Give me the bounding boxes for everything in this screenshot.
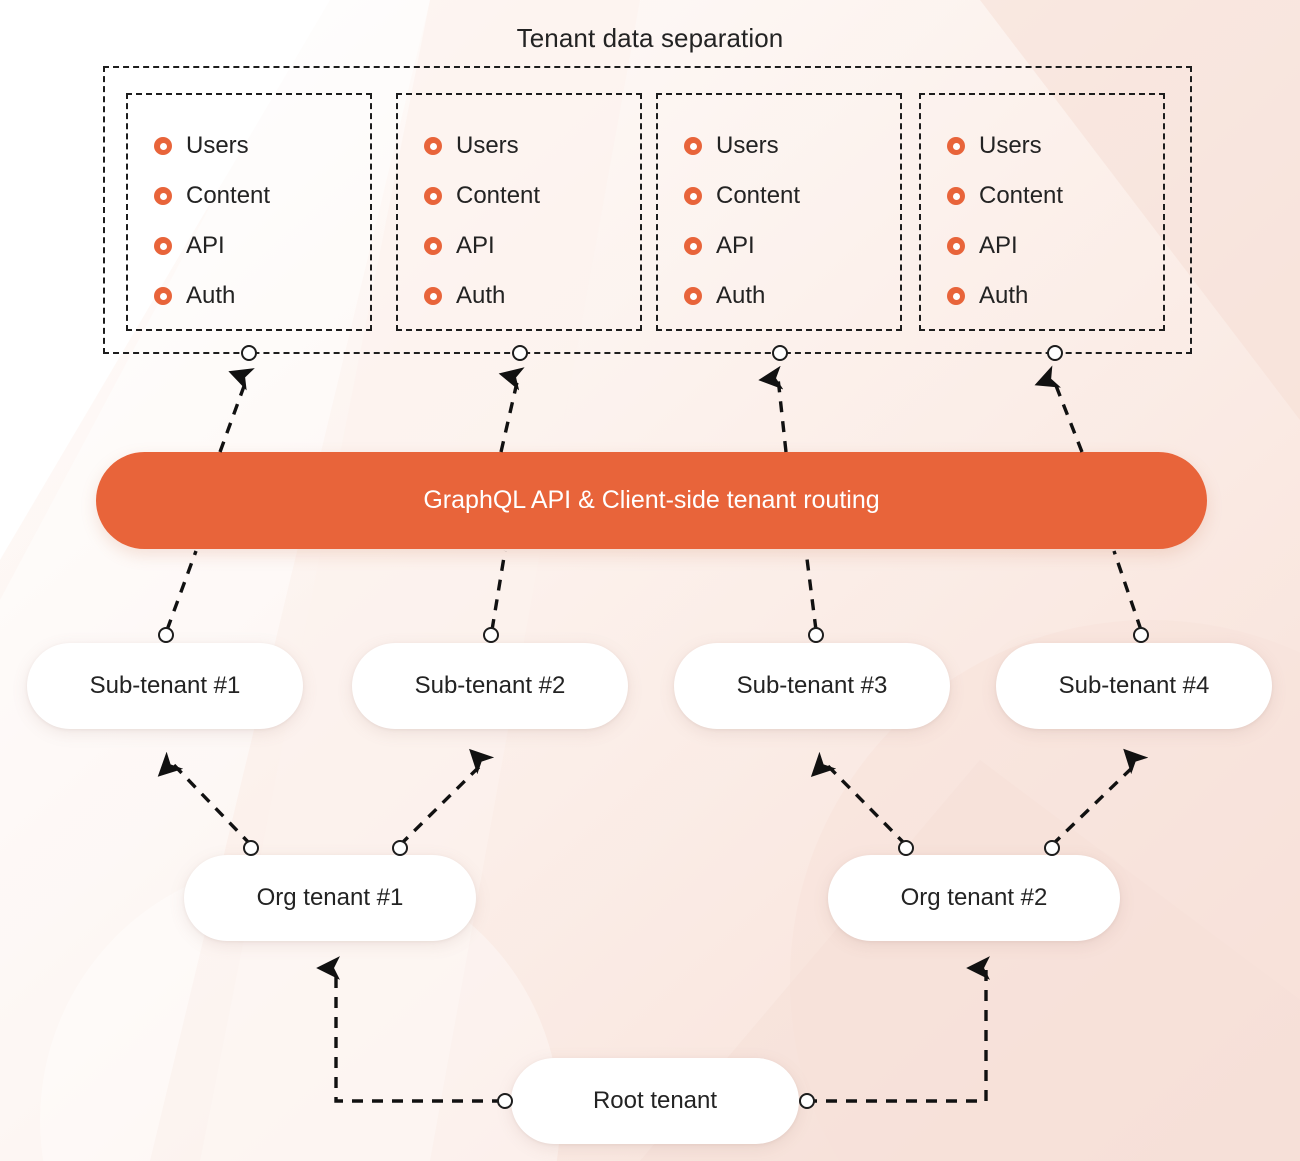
node-org-tenant-1[interactable]: Org tenant #1: [184, 855, 476, 941]
connector-dot-org-2-right[interactable]: [1044, 840, 1060, 856]
resource-row-content: Content: [947, 171, 1163, 221]
connector-dot-root-left[interactable]: [497, 1093, 513, 1109]
connector-dot-tenant-card-2[interactable]: [512, 345, 528, 361]
ring-bullet-icon: [684, 187, 702, 205]
resource-label: Users: [186, 132, 249, 159]
connector-dot-org-2-left[interactable]: [898, 840, 914, 856]
resource-label: Content: [979, 182, 1064, 209]
node-sub-tenant-4[interactable]: Sub-tenant #4: [996, 643, 1272, 729]
connector-dot-tenant-card-3[interactable]: [772, 345, 788, 361]
tenant-card-4[interactable]: Users Content API Auth: [919, 93, 1165, 331]
page-title: Tenant data separation: [516, 23, 784, 53]
resource-row-api: API: [947, 221, 1163, 271]
resource-row-users: Users: [424, 121, 640, 171]
resource-row-api: API: [424, 221, 640, 271]
connector-dot-tenant-card-4[interactable]: [1047, 345, 1063, 361]
resource-label: Auth: [186, 282, 236, 309]
connector-dot-sub-tenant-1[interactable]: [158, 627, 174, 643]
tenant-card-3[interactable]: Users Content API Auth: [656, 93, 902, 331]
resource-label: Content: [186, 182, 271, 209]
ring-bullet-icon: [424, 287, 442, 305]
resource-label: API: [186, 232, 225, 259]
resource-row-api: API: [684, 221, 900, 271]
node-root-tenant[interactable]: Root tenant: [511, 1058, 799, 1144]
node-org-tenant-2[interactable]: Org tenant #2: [828, 855, 1120, 941]
ring-bullet-icon: [684, 287, 702, 305]
resource-row-users: Users: [947, 121, 1163, 171]
node-sub-tenant-3[interactable]: Sub-tenant #3: [674, 643, 950, 729]
resource-row-content: Content: [684, 171, 900, 221]
ring-bullet-icon: [154, 287, 172, 305]
ring-bullet-icon: [947, 137, 965, 155]
resource-label: Users: [716, 132, 779, 159]
ring-bullet-icon: [684, 237, 702, 255]
node-sub-tenant-2[interactable]: Sub-tenant #2: [352, 643, 628, 729]
resource-row-auth: Auth: [684, 271, 900, 321]
resource-label: Auth: [979, 282, 1029, 309]
ring-bullet-icon: [684, 137, 702, 155]
connector-dot-org-1-right[interactable]: [392, 840, 408, 856]
resource-label: API: [716, 232, 755, 259]
connector-dot-sub-tenant-4[interactable]: [1133, 627, 1149, 643]
resource-label: Auth: [456, 282, 506, 309]
resource-row-auth: Auth: [424, 271, 640, 321]
ring-bullet-icon: [424, 237, 442, 255]
resource-label: API: [979, 232, 1018, 259]
resource-label: API: [456, 232, 495, 259]
resource-row-users: Users: [154, 121, 370, 171]
ring-bullet-icon: [154, 187, 172, 205]
ring-bullet-icon: [154, 137, 172, 155]
ring-bullet-icon: [424, 187, 442, 205]
connector-dot-org-1-left[interactable]: [243, 840, 259, 856]
resource-row-users: Users: [684, 121, 900, 171]
resource-label: Users: [979, 132, 1042, 159]
graphql-api-bar[interactable]: GraphQL API & Client-side tenant routing: [96, 452, 1207, 549]
ring-bullet-icon: [947, 287, 965, 305]
ring-bullet-icon: [154, 237, 172, 255]
resource-label: Content: [716, 182, 801, 209]
connector-dot-sub-tenant-2[interactable]: [483, 627, 499, 643]
resource-label: Content: [456, 182, 541, 209]
resource-label: Users: [456, 132, 519, 159]
ring-bullet-icon: [947, 187, 965, 205]
ring-bullet-icon: [424, 137, 442, 155]
connector-dot-sub-tenant-3[interactable]: [808, 627, 824, 643]
connector-dot-tenant-card-1[interactable]: [241, 345, 257, 361]
tenant-card-2[interactable]: Users Content API Auth: [396, 93, 642, 331]
connector-dot-root-right[interactable]: [799, 1093, 815, 1109]
resource-row-api: API: [154, 221, 370, 271]
resource-row-content: Content: [154, 171, 370, 221]
resource-row-auth: Auth: [947, 271, 1163, 321]
ring-bullet-icon: [947, 237, 965, 255]
resource-row-content: Content: [424, 171, 640, 221]
node-sub-tenant-1[interactable]: Sub-tenant #1: [27, 643, 303, 729]
resource-label: Auth: [716, 282, 766, 309]
resource-row-auth: Auth: [154, 271, 370, 321]
tenant-card-1[interactable]: Users Content API Auth: [126, 93, 372, 331]
